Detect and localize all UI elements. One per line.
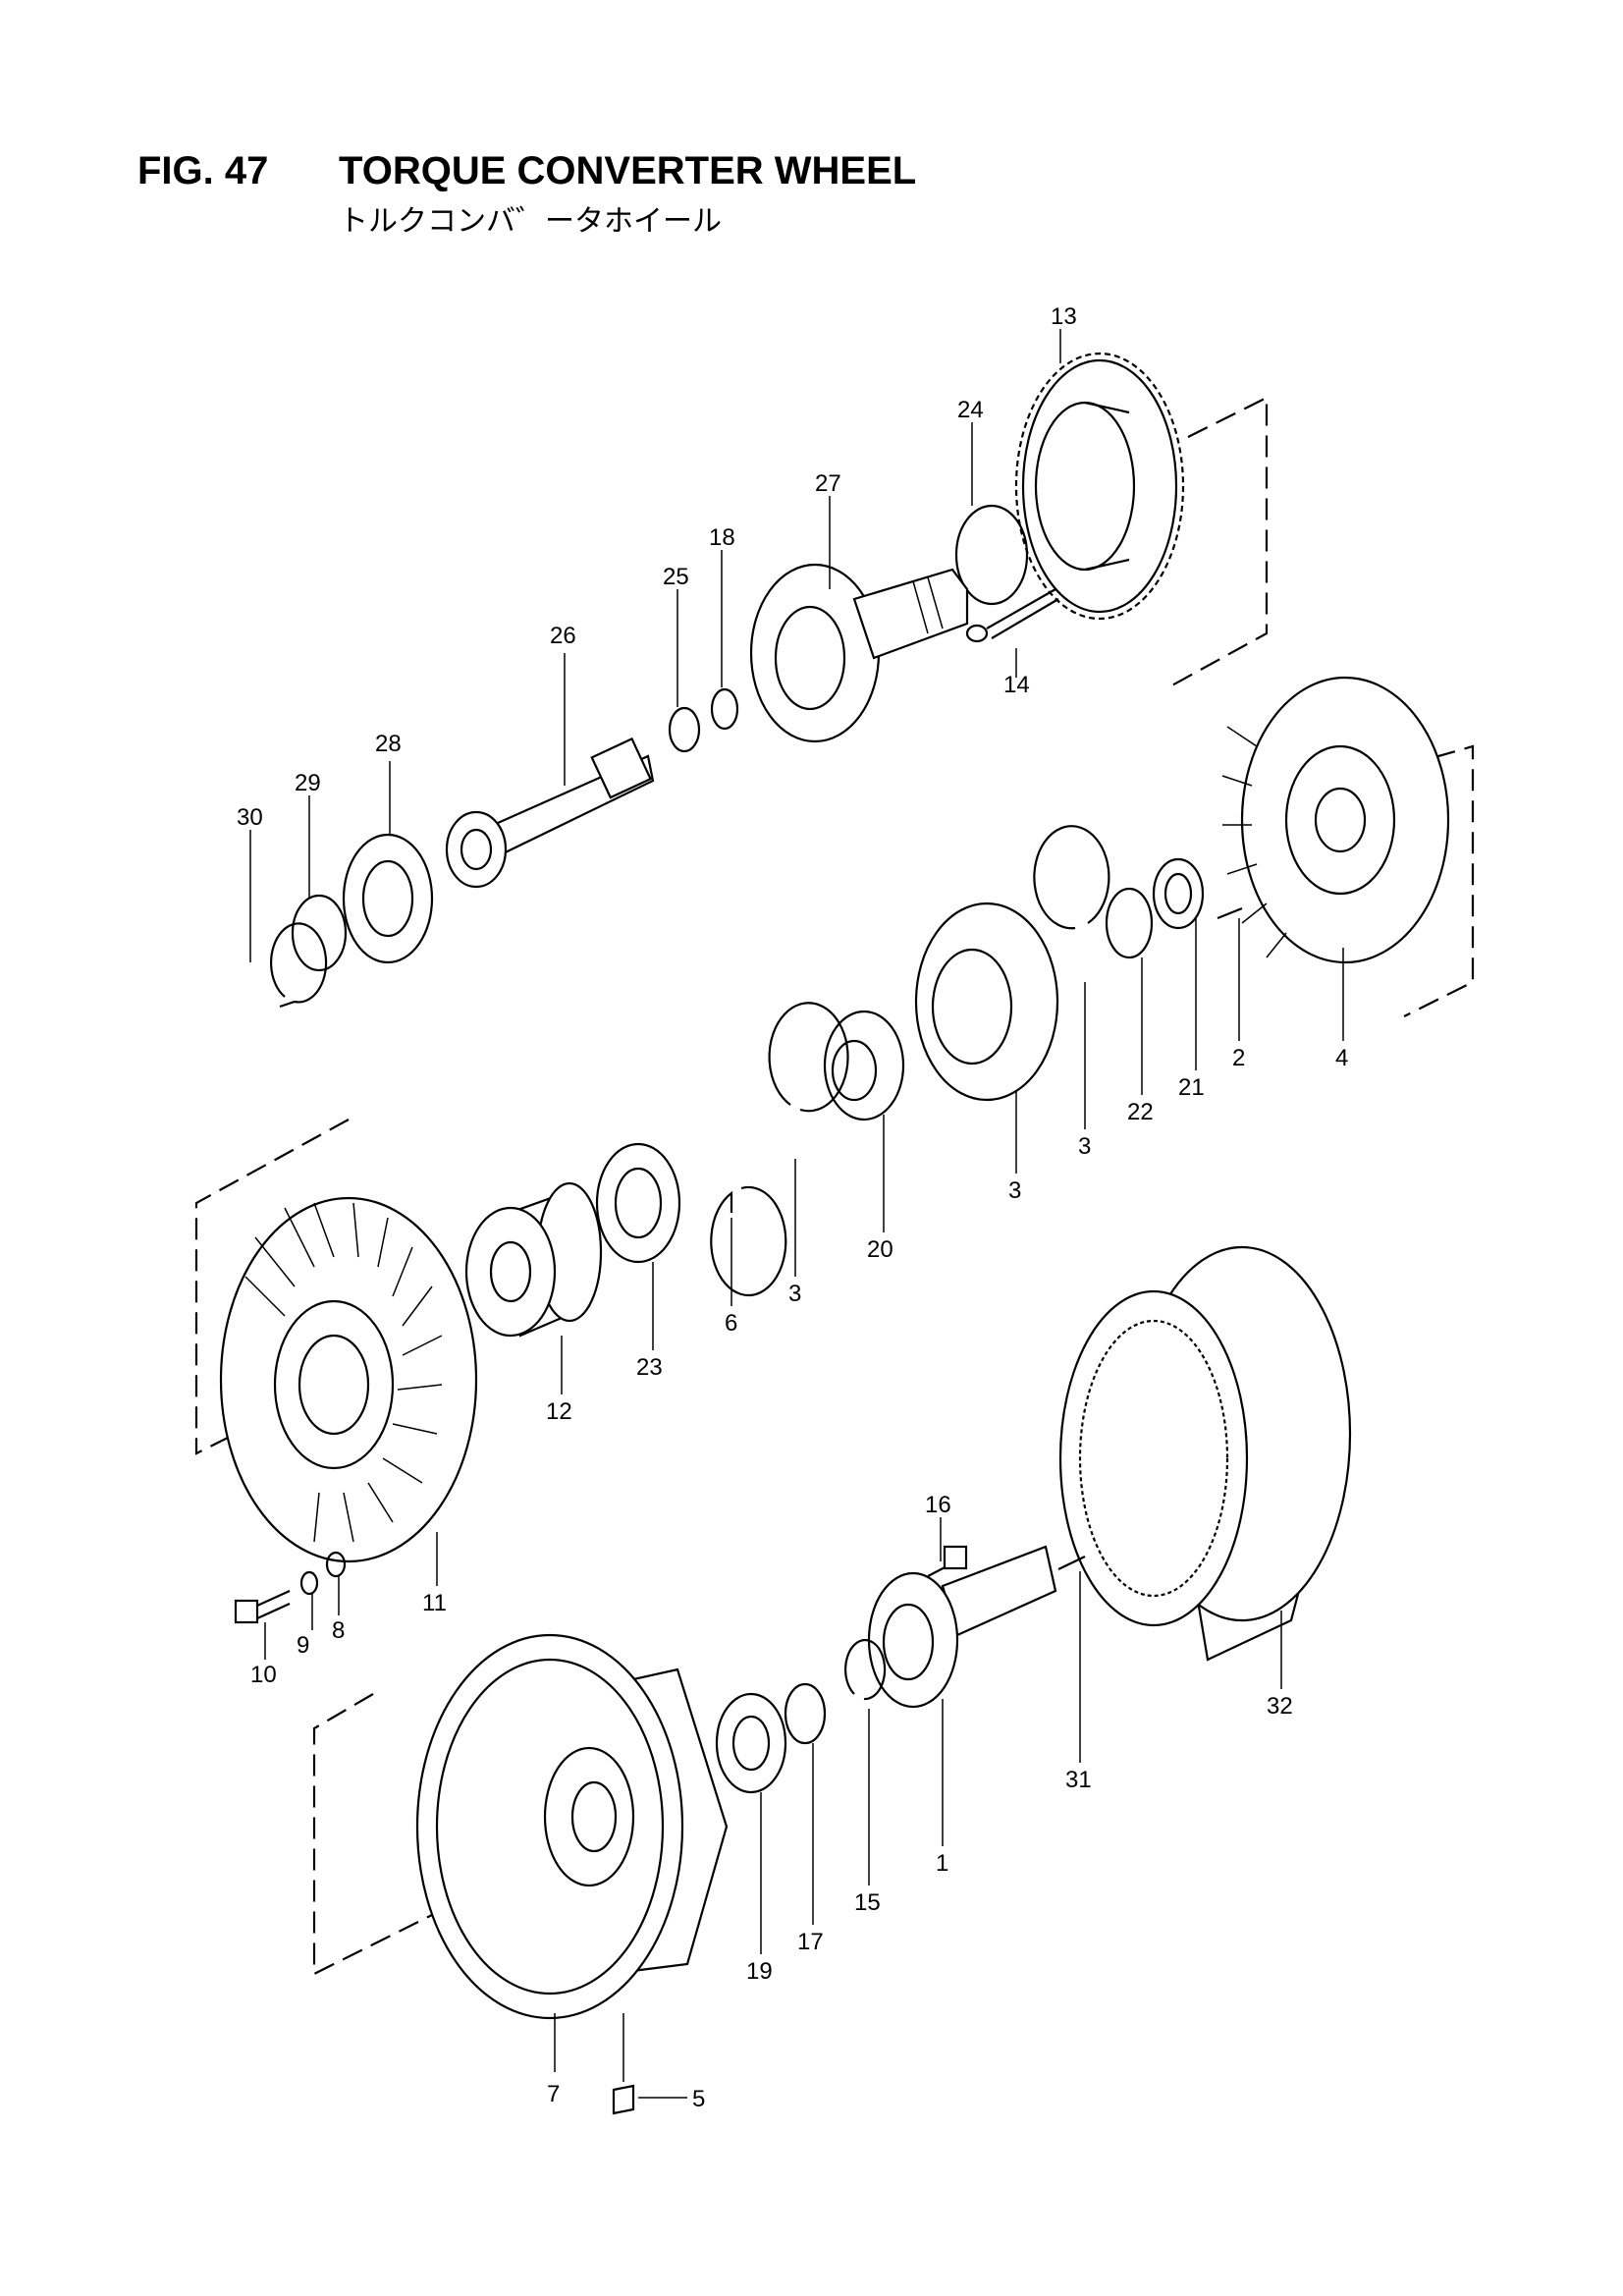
- callout-26: 25: [663, 564, 689, 590]
- callout-13: 12: [546, 1398, 572, 1425]
- figure-number: FIG. 47: [137, 149, 269, 192]
- callout-18: 17: [797, 1929, 824, 1955]
- part-8-cover: [415, 1633, 729, 2020]
- callout-7: 6: [725, 1310, 737, 1337]
- part-3-snap-ring-b: [768, 1002, 849, 1113]
- callout-25: 24: [957, 397, 984, 423]
- callout-28: 27: [815, 470, 841, 497]
- figure-subtitle: トルクコンバ゛ータホイール: [339, 204, 722, 239]
- callout-1: 1: [936, 1850, 948, 1877]
- part-32-plug: [1057, 1556, 1086, 1570]
- callout-16: 15: [854, 1889, 881, 1916]
- part-13-hub: [464, 1181, 603, 1338]
- callout-32: 31: [1065, 1767, 1092, 1793]
- callout-8: 7: [547, 2081, 560, 2107]
- part-26-ring: [668, 706, 701, 753]
- part-23-ring: [1105, 887, 1154, 959]
- callout-19: 18: [709, 524, 735, 551]
- callout-14: 13: [1051, 303, 1077, 330]
- callout-22: 21: [1178, 1074, 1205, 1101]
- leader-lines: [249, 329, 1344, 2099]
- part-28-hub: [749, 563, 969, 743]
- callout-17: 16: [925, 1492, 951, 1518]
- part-4-stator: [914, 902, 1059, 1102]
- part-29-bearing: [342, 833, 434, 964]
- part-5-impeller: [1221, 676, 1450, 964]
- part-18-ring: [784, 1682, 827, 1745]
- callout-31: 30: [237, 804, 263, 831]
- callout-2: 2: [1232, 1045, 1245, 1071]
- figure-title: TORQUE CONVERTER WHEEL: [339, 149, 917, 192]
- part-15-bolt: [965, 588, 1059, 643]
- part-31-snap-ring: [269, 922, 328, 1009]
- part-20-bearing: [715, 1692, 787, 1794]
- part-25-ring: [954, 504, 1029, 606]
- part-11-bolt: [234, 1589, 291, 1624]
- callout-30: 29: [295, 770, 321, 796]
- callout-9: 8: [332, 1617, 345, 1644]
- part-21-hub: [823, 1010, 905, 1121]
- part-2-pin: [1217, 906, 1243, 920]
- part-7-snap-ring: [710, 1185, 787, 1297]
- part-1-shaft-housing: [867, 1545, 1057, 1709]
- callout-15: 14: [1003, 672, 1030, 698]
- part-6-plug: [612, 2084, 635, 2115]
- callout-labels: 13 24 27 18 25 26 28 29 30 14 2 4 21 22 …: [237, 303, 1348, 2112]
- callout-6: 5: [692, 2086, 705, 2112]
- callout-11: 10: [250, 1662, 277, 1688]
- part-14-gear: [1014, 352, 1185, 621]
- part-22-nut: [1152, 857, 1205, 930]
- part-17-bolt: [927, 1545, 968, 1577]
- part-30-ring: [291, 894, 348, 972]
- callout-5: 4: [1335, 1045, 1348, 1071]
- callout-27: 26: [550, 623, 576, 649]
- part-27-shaft: [445, 737, 655, 889]
- callout-29: 28: [375, 731, 402, 757]
- part-9-washer: [325, 1551, 347, 1578]
- part-16-snap-ring: [844, 1638, 887, 1701]
- part-24-bearing: [595, 1142, 681, 1264]
- part-10-washer: [299, 1570, 319, 1596]
- callout-21: 20: [867, 1236, 893, 1263]
- callout-10: 9: [297, 1632, 309, 1659]
- callout-4: 3: [1008, 1177, 1021, 1204]
- callout-23: 22: [1127, 1099, 1154, 1125]
- callout-24: 23: [636, 1354, 663, 1381]
- part-3-snap-ring-a: [1033, 825, 1110, 930]
- callout-20: 19: [746, 1958, 773, 1985]
- callout-33: 32: [1267, 1693, 1293, 1720]
- part-12-turbine: [219, 1196, 478, 1563]
- part-19-ring: [710, 687, 739, 731]
- callout-3-b: 3: [788, 1281, 801, 1307]
- part-33-housing: [1058, 1245, 1352, 1662]
- callout-12: 11: [422, 1590, 447, 1616]
- callout-3-a: 3: [1078, 1133, 1091, 1160]
